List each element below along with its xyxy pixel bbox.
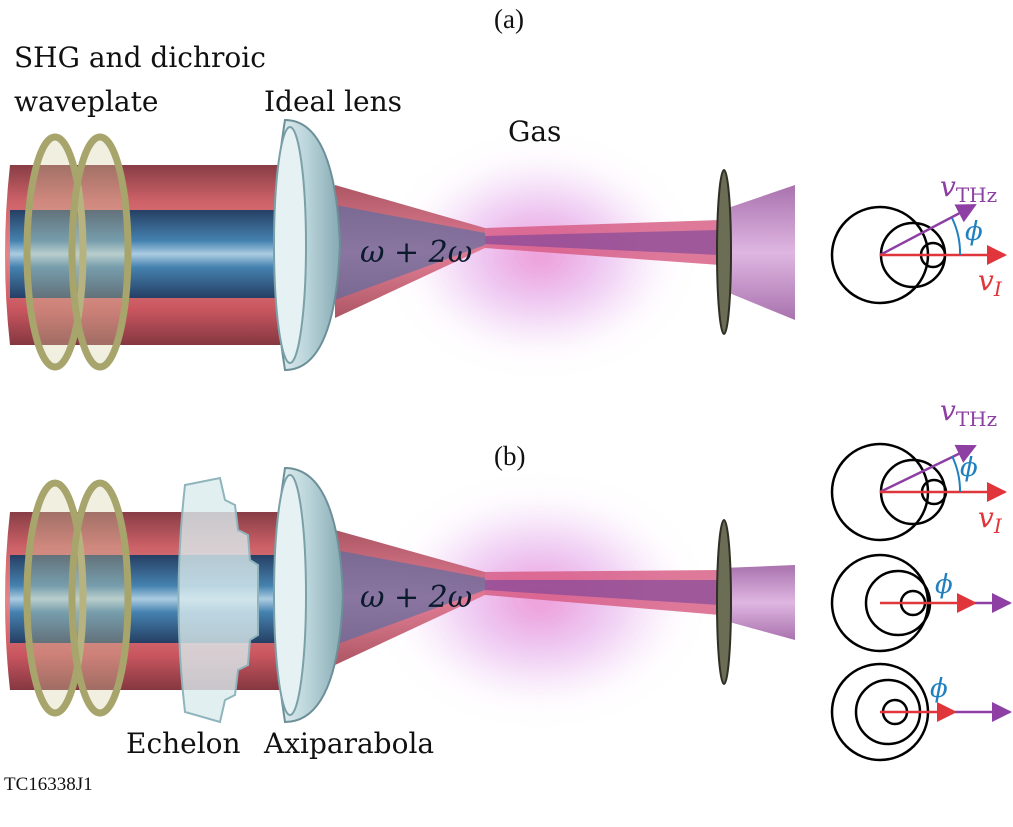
angle-label-b3: ϕ: [930, 674, 948, 704]
angle-label-b1: ϕ: [960, 453, 978, 483]
shg-plate-2-b: [68, 479, 132, 717]
angle-label-b2: ϕ: [935, 570, 953, 600]
echelon: [177, 476, 259, 724]
thz-vector-a: [879, 203, 977, 257]
panel-b: [5, 466, 795, 724]
thz-label-b1: vTHz: [940, 394, 997, 431]
thz-vector-b1: [879, 444, 977, 494]
ideal-lens-label: Ideal lens: [264, 85, 403, 118]
figure-code: TC16338J1: [4, 774, 93, 795]
echelon-label: Echelon: [126, 727, 241, 760]
thz-output-b: [722, 565, 795, 640]
shg-label-line2: waveplate: [14, 85, 159, 118]
filter-disk-b: [716, 519, 732, 685]
gas-cloud-a: [400, 150, 680, 360]
ion-label-a: vI: [978, 264, 1003, 301]
panel-a-label: (a): [494, 4, 524, 34]
shg-plate-2-a: [68, 133, 132, 371]
ion-label-b1: vI: [978, 501, 1003, 538]
shg-plate-1-a: [23, 133, 87, 371]
axiparabola-label: Axiparabola: [264, 727, 435, 760]
thz-label-a: vTHz: [940, 170, 997, 207]
panel-b-label: (b): [494, 441, 526, 471]
gas-cloud-b: [390, 490, 690, 710]
panel-a: [5, 118, 795, 372]
angle-arc-b1: [951, 455, 962, 493]
filter-disk-a: [716, 169, 732, 335]
gas-label: Gas: [508, 115, 562, 148]
beam-label-a: ω + 2ω: [360, 235, 472, 270]
shg-label-line1: SHG and dichroic: [14, 41, 266, 74]
angle-arc-a: [951, 217, 962, 256]
beam-label-b: ω + 2ω: [360, 580, 472, 615]
angle-label-a: ϕ: [965, 217, 983, 247]
thz-output-a: [722, 185, 795, 320]
shg-plate-1-b: [23, 479, 87, 717]
blue-beam-a: [10, 210, 300, 298]
